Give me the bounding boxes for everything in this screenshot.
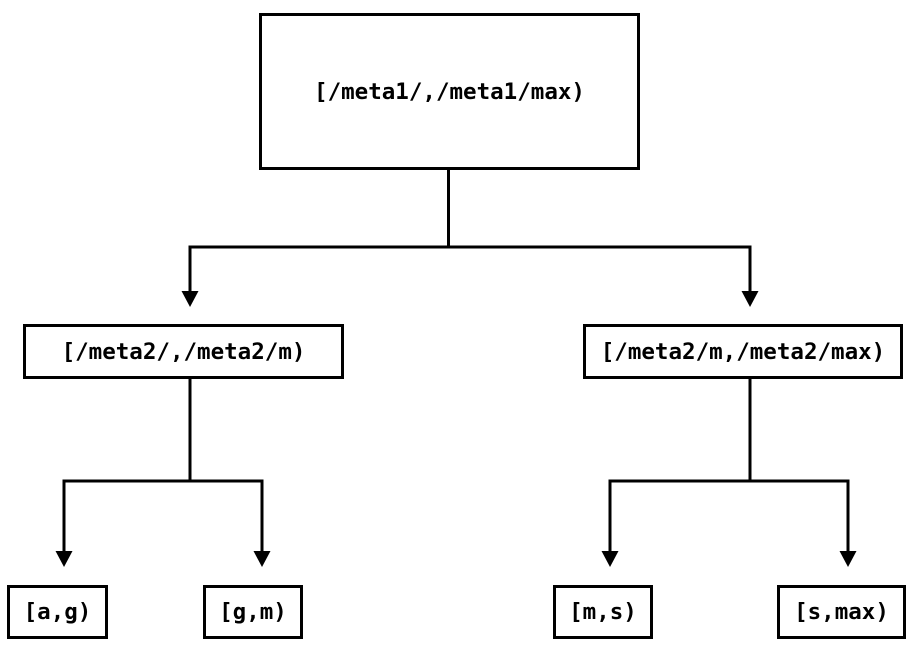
- arrow-down-icon: [741, 291, 759, 307]
- tree-node-label: [m,s): [569, 599, 637, 625]
- tree-node-label: [g,m): [219, 599, 287, 625]
- tree-node-label: [a,g): [23, 599, 92, 625]
- tree-leaf-m-s: [m,s): [553, 585, 653, 639]
- arrow-down-icon: [601, 551, 619, 567]
- edge-right-to-leaves: [608, 379, 850, 552]
- tree-leaf-s-max: [s,max): [777, 585, 906, 639]
- tree-node-label: [/meta2/,/meta2/m): [61, 338, 306, 365]
- tree-leaf-g-m: [g,m): [203, 585, 303, 639]
- tree-node-label: [/meta1/,/meta1/max): [314, 78, 585, 105]
- tree-leaf-a-g: [a,g): [7, 585, 108, 639]
- tree-node-root: [/meta1/,/meta1/max): [259, 13, 640, 170]
- tree-node-label: [s,max): [794, 599, 889, 625]
- tree-node-meta2-right: [/meta2/m,/meta2/max): [583, 324, 903, 379]
- arrow-down-icon: [181, 291, 199, 307]
- tree-node-label: [/meta2/m,/meta2/max): [600, 338, 886, 365]
- edge-root-to-children: [188, 169, 752, 292]
- arrow-down-icon: [839, 551, 857, 567]
- edge-left-to-leaves: [62, 379, 264, 552]
- arrow-down-icon: [253, 551, 271, 567]
- arrow-down-icon: [55, 551, 73, 567]
- tree-node-meta2-left: [/meta2/,/meta2/m): [23, 324, 344, 379]
